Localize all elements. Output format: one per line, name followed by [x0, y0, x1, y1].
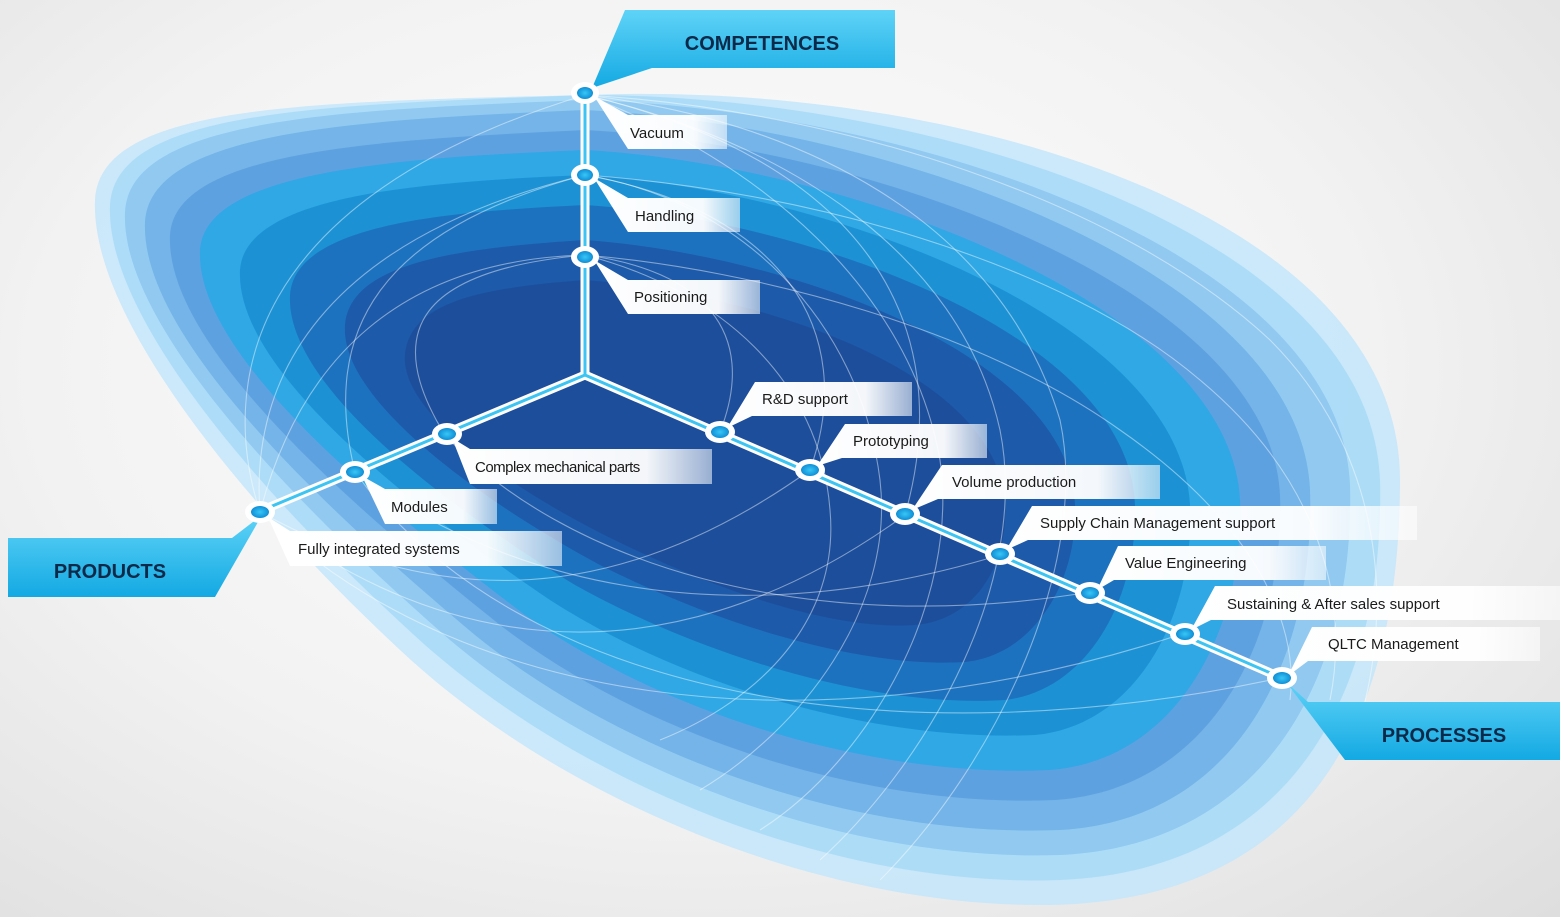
node-vacuum	[571, 82, 599, 104]
node-value-engineering	[1075, 582, 1105, 604]
axis-nodes	[245, 82, 1297, 689]
node-sustaining-after-sales-support	[1170, 623, 1200, 645]
label-sustaining-after-sales-support: Sustaining & After sales support	[1191, 586, 1560, 630]
label-text-volume-production: Volume production	[952, 474, 1076, 491]
axis-lines	[253, 87, 1287, 683]
label-rd-support: R&D support	[727, 382, 912, 428]
competences-callout: COMPETENCES	[592, 10, 895, 88]
label-text-value-engineering: Value Engineering	[1125, 555, 1246, 572]
node-supply-chain-management-support	[985, 543, 1015, 565]
label-text-handling: Handling	[635, 208, 694, 225]
label-volume-production: Volume production	[912, 465, 1160, 510]
label-text-fully-integrated-systems: Fully integrated systems	[298, 541, 460, 558]
node-fully-integrated-systems	[245, 501, 275, 523]
label-modules: Modules	[362, 476, 497, 524]
label-fully-integrated-systems: Fully integrated systems	[268, 517, 562, 566]
label-text-qltc-management: QLTC Management	[1328, 636, 1459, 653]
label-text-prototyping: Prototyping	[853, 433, 929, 450]
node-prototyping	[795, 459, 825, 481]
label-text-positioning: Positioning	[634, 289, 707, 306]
processes-title: PROCESSES	[1382, 725, 1506, 747]
node-handling	[571, 164, 599, 186]
label-handling: Handling	[594, 178, 740, 232]
label-prototyping: Prototyping	[817, 424, 987, 466]
label-value-engineering: Value Engineering	[1097, 546, 1326, 590]
competences-title: COMPETENCES	[685, 33, 839, 55]
axis-callouts: COMPETENCES PRODUCTS PROCESSES	[8, 10, 1560, 760]
petal-layers	[94, 93, 1401, 906]
label-text-sustaining-after-sales-support: Sustaining & After sales support	[1227, 596, 1440, 613]
label-vacuum: Vacuum	[594, 96, 727, 149]
label-text-rd-support: R&D support	[762, 391, 849, 408]
node-rd-support	[705, 421, 735, 443]
label-qltc-management: QLTC Management	[1288, 627, 1540, 676]
label-text-modules: Modules	[391, 499, 448, 516]
node-modules	[340, 461, 370, 483]
products-callout: PRODUCTS	[8, 515, 262, 597]
label-text-vacuum: Vacuum	[630, 125, 684, 142]
node-volume-production	[890, 503, 920, 525]
label-positioning: Positioning	[594, 260, 760, 314]
label-complex-mechanical-parts: Complex mechanical parts	[452, 438, 712, 484]
node-qltc-management	[1267, 667, 1297, 689]
label-text-supply-chain-management-support: Supply Chain Management support	[1040, 515, 1276, 532]
products-title: PRODUCTS	[54, 561, 166, 583]
item-labels: Vacuum Handling Positioning Complex mech…	[268, 96, 1560, 676]
node-complex-mechanical-parts	[432, 423, 462, 445]
label-text-complex-mechanical-parts: Complex mechanical parts	[475, 459, 640, 476]
label-supply-chain-management-support: Supply Chain Management support	[1006, 506, 1417, 550]
processes-callout: PROCESSES	[1286, 682, 1560, 760]
node-positioning	[571, 246, 599, 268]
